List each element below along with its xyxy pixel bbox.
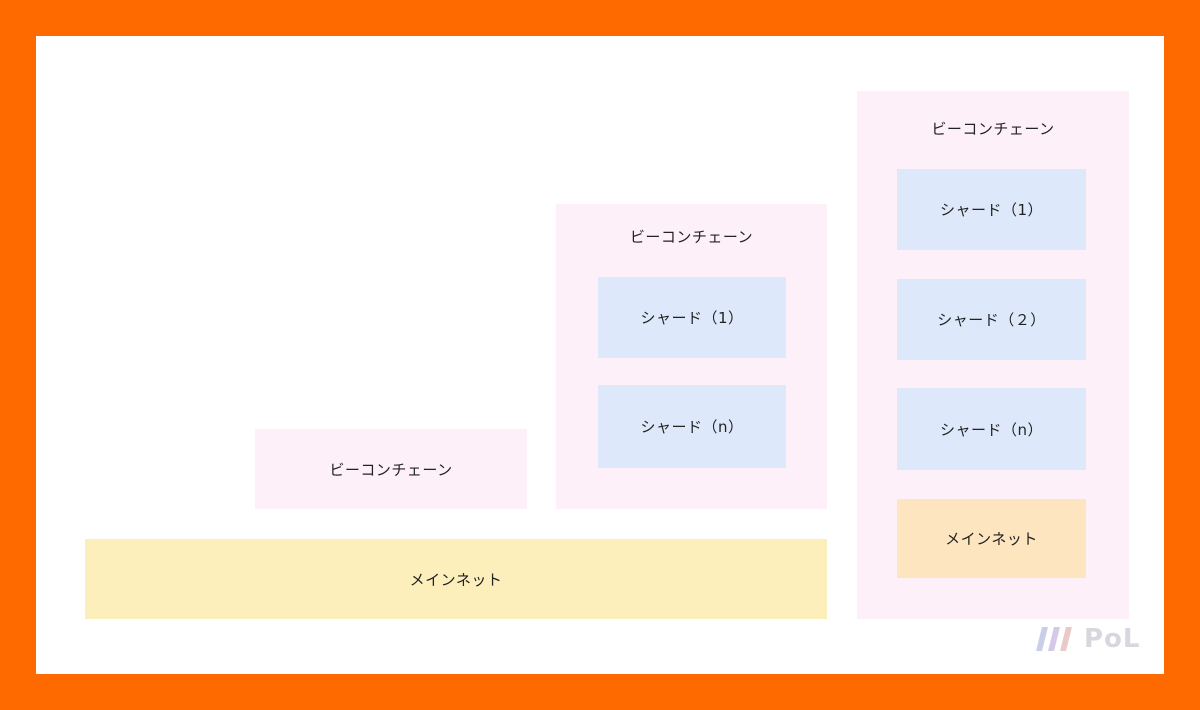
beacon-chain-stage3: ビーコンチェーン シャード（1） シャード（２） シャード（n） メインネット bbox=[857, 91, 1129, 619]
pol-logo: PoL bbox=[1036, 624, 1141, 654]
shard-label: シャード（n） bbox=[939, 420, 1043, 439]
mainnet-label: メインネット bbox=[945, 530, 1038, 548]
beacon-chain-stage2: ビーコンチェーン シャード（1） シャード（n） bbox=[556, 204, 827, 509]
beacon-chain-stage1: ビーコンチェーン bbox=[255, 429, 527, 509]
shard-box: シャード（n） bbox=[598, 385, 786, 468]
mainnet-stage3: メインネット bbox=[897, 499, 1086, 578]
mainnet-label: メインネット bbox=[409, 570, 503, 589]
beacon-chain-label: ビーコンチェーン bbox=[931, 120, 1055, 138]
logo-stripes-icon bbox=[1036, 627, 1072, 651]
shard-box: シャード（1） bbox=[598, 277, 786, 358]
logo-text: PoL bbox=[1084, 624, 1141, 654]
shard-label: シャード（1） bbox=[640, 309, 744, 327]
shard-box: シャード（1） bbox=[897, 169, 1086, 250]
shard-label: シャード（２） bbox=[937, 311, 1046, 329]
shard-box: シャード（n） bbox=[897, 388, 1086, 470]
mainnet-stage1: メインネット bbox=[85, 539, 827, 619]
shard-label: シャード（1） bbox=[939, 201, 1044, 219]
shard-label: シャード（n） bbox=[640, 418, 744, 436]
shard-box: シャード（２） bbox=[897, 279, 1086, 360]
beacon-chain-label: ビーコンチェーン bbox=[629, 228, 754, 246]
diagram-canvas: ビーコンチェーン メインネット ビーコンチェーン シャード（1） シャード（n）… bbox=[36, 36, 1164, 674]
beacon-chain-label: ビーコンチェーン bbox=[329, 460, 453, 479]
